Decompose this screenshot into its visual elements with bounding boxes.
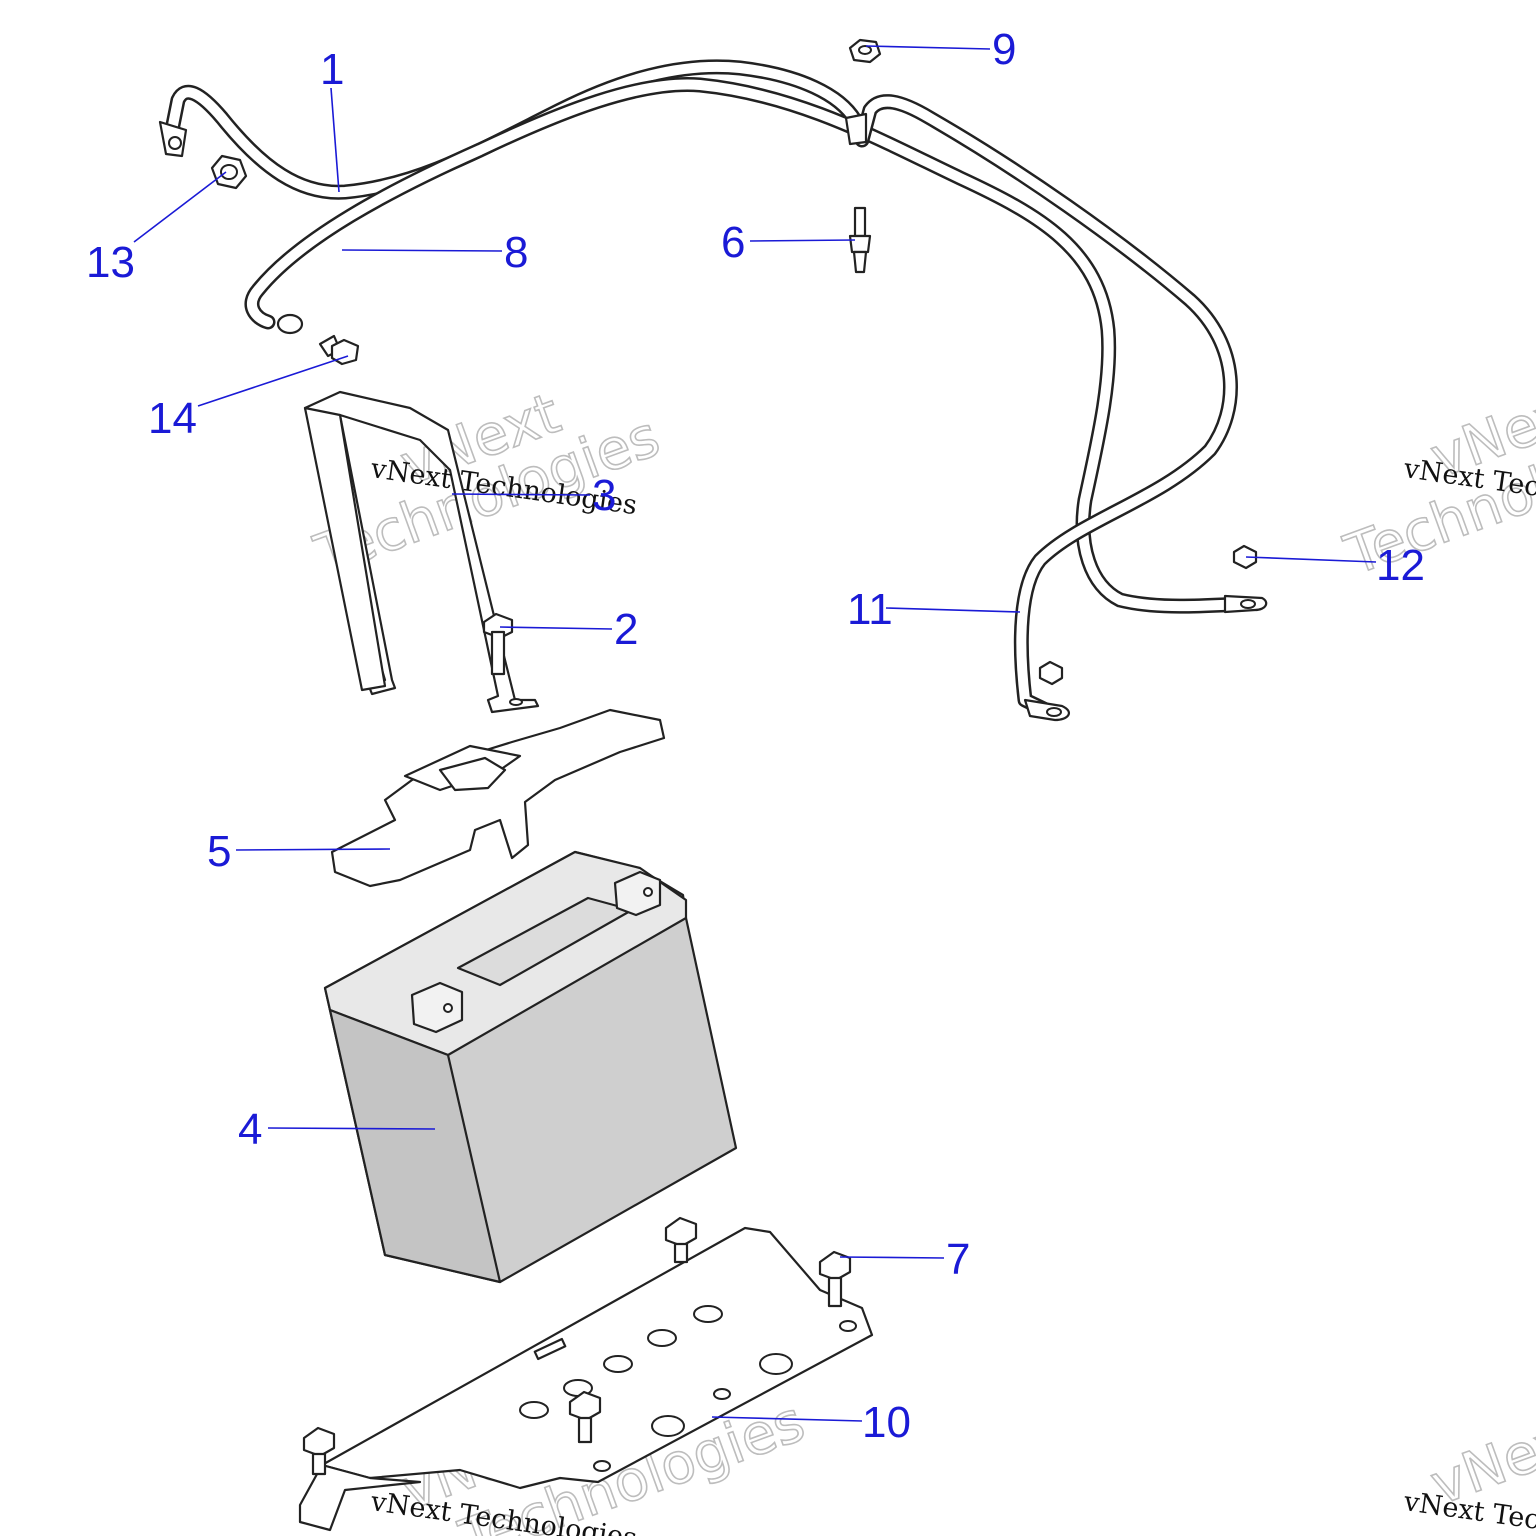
callout-3: 3 [592,471,616,520]
leader-2 [499,626,613,630]
battery-terminal [613,870,662,917]
leader-6 [749,239,856,242]
leader-5 [235,848,391,851]
callout-14: 14 [148,394,197,443]
battery-cover-5 [330,708,666,888]
leader-10 [711,1416,863,1422]
leader-11 [885,607,1021,613]
bolt-14 [318,334,360,366]
cable-11 [844,94,1238,722]
hold-down-strap-3 [303,390,540,714]
callout-numbers: 1 2 3 4 5 6 7 8 9 10 11 12 13 14 [86,25,1425,1447]
nut-12 [1232,544,1258,570]
leader-12 [1245,556,1377,563]
leader-9 [865,45,991,50]
callout-9: 9 [992,25,1016,74]
bolt-tray [568,1390,602,1444]
callout-10: 10 [862,1398,911,1447]
callout-7: 7 [946,1235,970,1284]
callout-12: 12 [1376,541,1425,590]
stud-6 [848,206,872,274]
nut-13 [210,154,248,190]
callout-4: 4 [238,1105,262,1154]
leader-8 [341,249,503,252]
leader-7 [839,1256,945,1259]
bolt-tray [664,1216,698,1264]
battery-4 [323,850,738,1284]
battery-terminal [410,981,464,1034]
callout-5: 5 [207,827,231,876]
leader-1 [330,87,340,193]
bolt-7 [818,1250,852,1308]
callout-11: 11 [847,585,893,634]
callout-leaders [133,45,1377,1422]
callout-13: 13 [86,238,135,287]
bolt-2 [482,612,514,676]
leader-14 [197,355,349,407]
cable-8 [244,76,1268,614]
leader-13 [133,171,227,243]
callout-2: 2 [614,605,638,654]
bolt-tray [302,1426,336,1476]
callout-6: 6 [721,218,745,267]
leader-4 [267,1127,436,1130]
callout-1: 1 [320,45,344,94]
callout-8: 8 [504,228,528,277]
leader-3 [451,493,591,496]
battery-tray-10 [298,1226,874,1532]
nut-small [1038,660,1064,686]
nut-9 [848,38,882,64]
